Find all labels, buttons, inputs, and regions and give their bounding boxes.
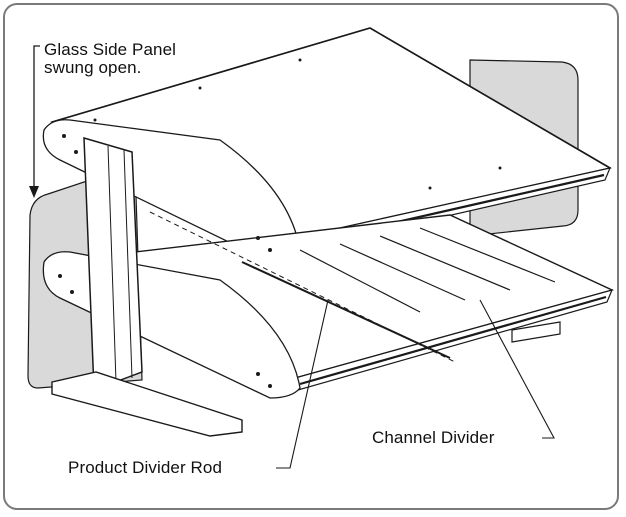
- top-right-back-rail: [369, 27, 611, 169]
- leader-glass-side-panel-arrowhead: [29, 186, 39, 198]
- upright-post: [83, 136, 143, 392]
- channel-divider-1: [299, 249, 421, 313]
- bottom-shelf-front-rail: [299, 295, 607, 386]
- leader-product-divider-rod: [276, 299, 329, 469]
- upright-post-edge: [107, 145, 117, 383]
- base-foot-right: [511, 321, 561, 343]
- leader-glass-side-panel: [33, 45, 40, 192]
- glass-side-panel-callout-line2: swung open.: [44, 58, 142, 77]
- screw-heads: [58, 58, 502, 388]
- glass-side-panel-callout: Glass Side Panel: [44, 40, 177, 59]
- channel-divider-callout: Channel Divider: [372, 428, 495, 447]
- product-divider-rod: [241, 261, 451, 359]
- channel-dividers: [299, 227, 556, 313]
- product-divider-rod-callout: Product Divider Rod: [68, 458, 223, 477]
- leader-channel-divider: [479, 299, 555, 439]
- channel-divider-2: [339, 243, 466, 301]
- channel-divider-3: [379, 235, 511, 291]
- product-divider-rod-dashed: [149, 211, 456, 363]
- channel-divider-4: [419, 227, 556, 283]
- base-foot: [51, 371, 243, 437]
- top-back-rail: [51, 27, 371, 123]
- upright-post-edge-2: [123, 149, 133, 379]
